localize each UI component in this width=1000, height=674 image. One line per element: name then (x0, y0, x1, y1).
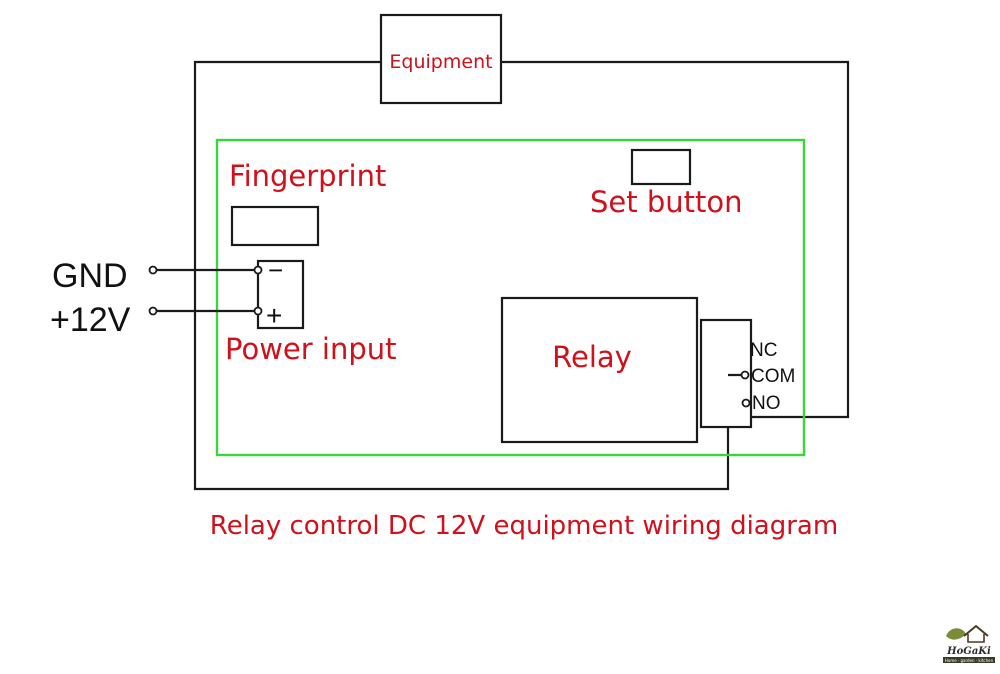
house-wall-icon (967, 634, 985, 643)
leaf-icon (946, 628, 966, 640)
pcb-board-outline (215, 138, 806, 457)
relay-label: Relay (552, 340, 632, 374)
diagram-title: Relay control DC 12V equipment wiring di… (210, 511, 838, 541)
set-button-label: Set button (590, 185, 743, 219)
equipment-box (379, 13, 503, 105)
power-input-label: Power input (225, 332, 397, 366)
gnd-label: GND (52, 257, 128, 295)
com-terminal-icon (740, 370, 750, 380)
nc-label: NC (750, 340, 777, 361)
plus-terminal-icon (253, 306, 263, 316)
logo-brand: HoGaKi (946, 646, 991, 657)
minus-terminal-icon (253, 265, 263, 275)
plus-sign: + (266, 300, 282, 331)
fingerprint-label: Fingerprint (229, 159, 386, 193)
house-roof-icon (963, 624, 989, 637)
minus-sign: − (268, 255, 283, 285)
power-input-connector (256, 259, 305, 330)
v12-terminal-icon (148, 306, 158, 316)
set-button-box (630, 148, 692, 186)
no-label: NO (752, 393, 781, 414)
fingerprint-sensor-box (230, 205, 320, 247)
equipment-label: Equipment (389, 51, 492, 73)
v12-label: +12V (50, 301, 131, 339)
hogaki-logo: HoGaKi Home · garden · kitchen (943, 624, 995, 663)
gnd-terminal-icon (148, 265, 158, 275)
relay-box (500, 296, 699, 444)
com-label: COM (751, 366, 795, 387)
logo-tagline-bar (943, 657, 995, 663)
logo-tagline: Home · garden · kitchen (945, 658, 994, 663)
no-terminal-icon (741, 398, 751, 408)
